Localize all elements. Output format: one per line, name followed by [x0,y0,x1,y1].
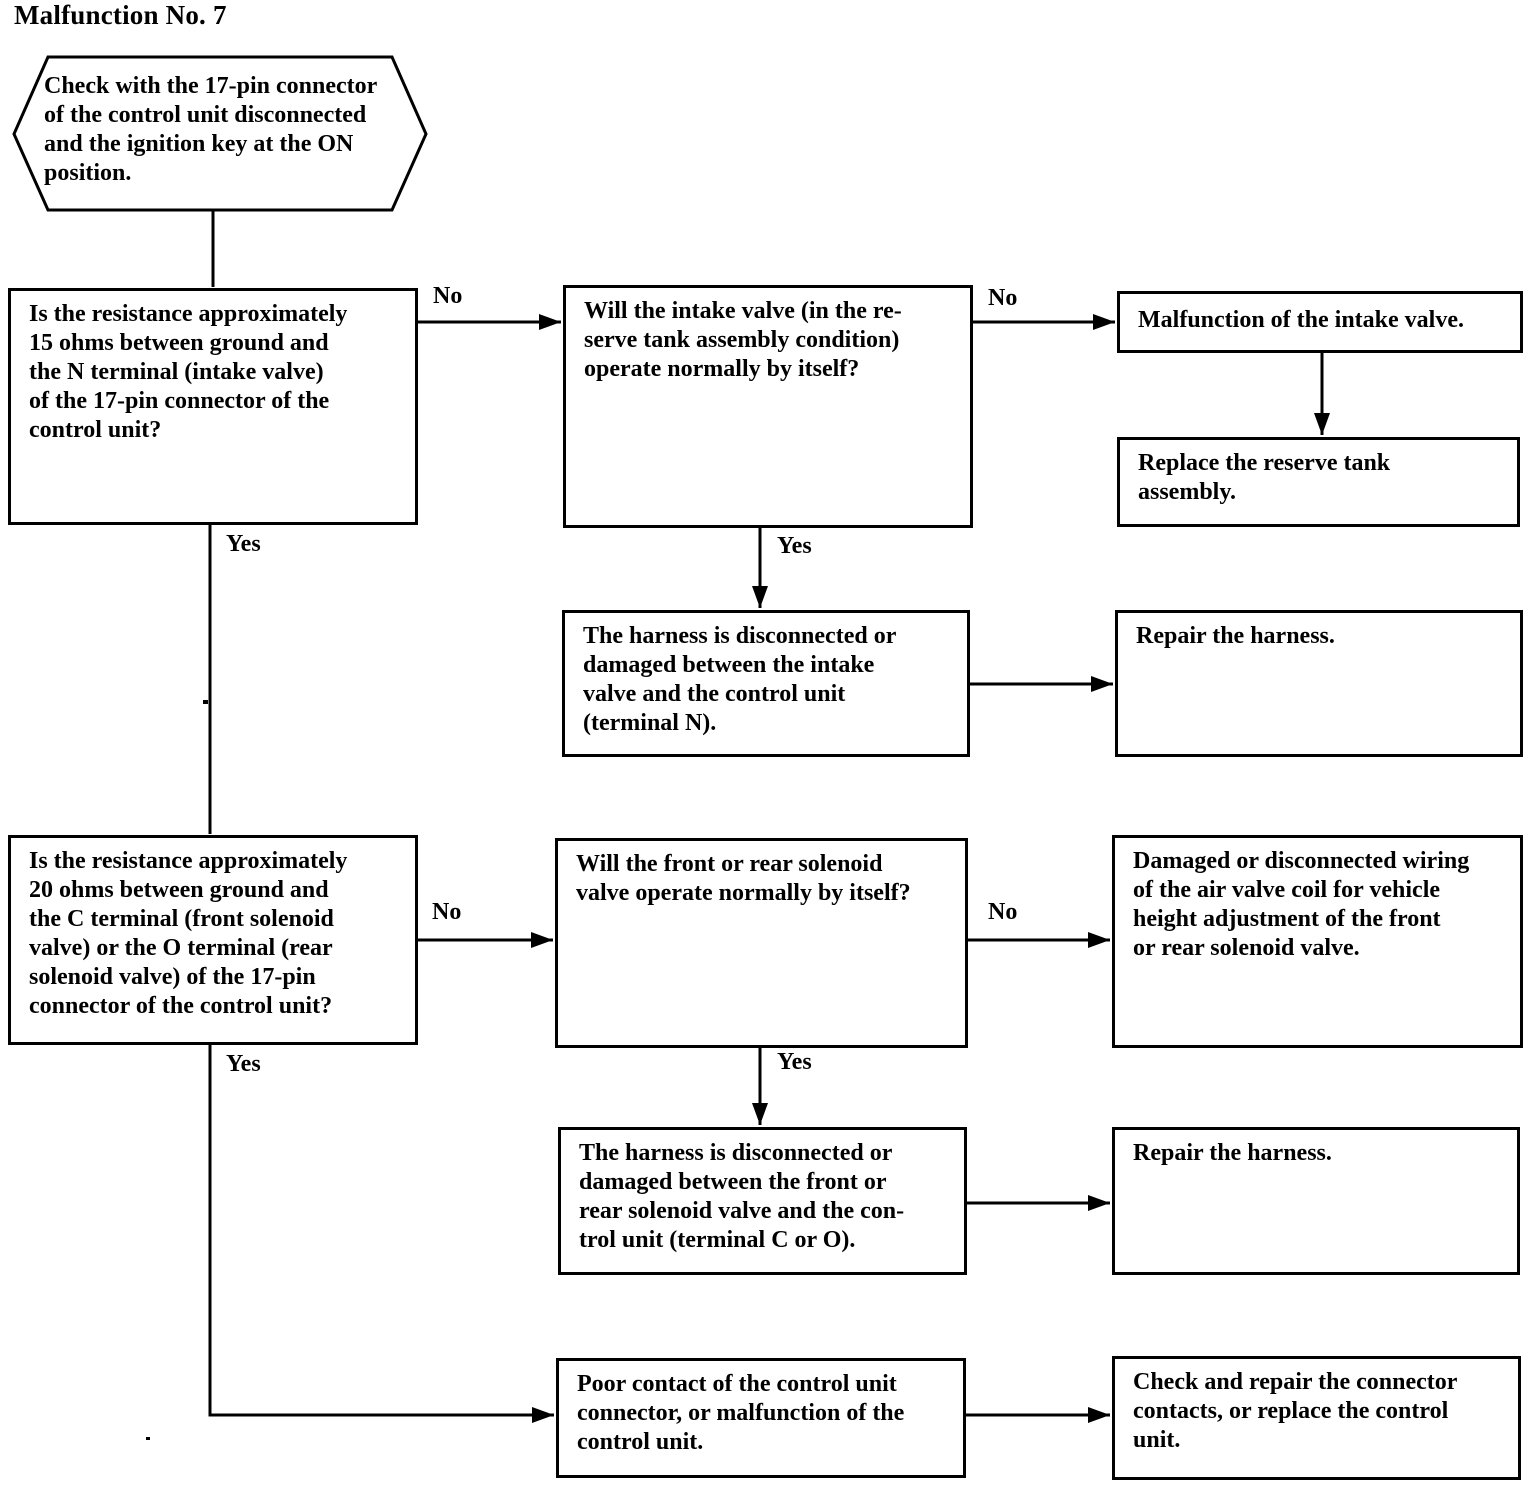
node-action-check-connector: Check and repair the connector contacts,… [1112,1356,1521,1480]
node-result-malfunction-intake: Malfunction of the intake valve. [1117,291,1523,353]
edge-label-q1-yes: Yes [226,531,261,557]
edge-label-q3-no: No [432,899,462,925]
node-result-damaged-wiring: Damaged or disconnected wiring of the ai… [1112,835,1523,1048]
scan-speck [203,700,208,704]
node-question-solenoid-valve: Will the front or rear solenoid valve op… [555,838,968,1048]
page-title: Malfunction No. 7 [14,0,227,30]
edge-label-q1-no: No [433,283,463,309]
edge-label-q4-yes: Yes [777,1049,812,1075]
node-result-harness-solenoid: The harness is disconnected or damaged b… [558,1127,967,1275]
node-action-repair-harness-1: Repair the harness. [1115,610,1523,757]
node-question-resistance-20: Is the resistance approximately 20 ohms … [8,835,418,1045]
node-result-harness-intake: The harness is disconnected or damaged b… [562,610,970,757]
edge-label-q3-yes: Yes [226,1051,261,1077]
node-result-poor-contact: Poor contact of the control unit connect… [556,1358,966,1478]
edge-label-q4-no: No [988,899,1018,925]
scan-speck [146,1437,150,1440]
node-start-text: Check with the 17-pin connector of the c… [44,73,378,186]
node-question-intake-valve: Will the intake valve (in the re- serve … [563,285,973,528]
node-action-repair-harness-2: Repair the harness. [1112,1127,1520,1275]
node-action-replace-tank: Replace the reserve tank assembly. [1117,437,1520,527]
edge-label-q2-no: No [988,285,1018,311]
hexagon-shape [12,55,428,212]
edge-label-q2-yes: Yes [777,533,812,559]
node-question-resistance-15: Is the resistance approximately 15 ohms … [8,288,418,525]
node-start: Check with the 17-pin connector of the c… [12,55,428,212]
edge-q3-yes-to-poor-contact [208,1045,554,1423]
